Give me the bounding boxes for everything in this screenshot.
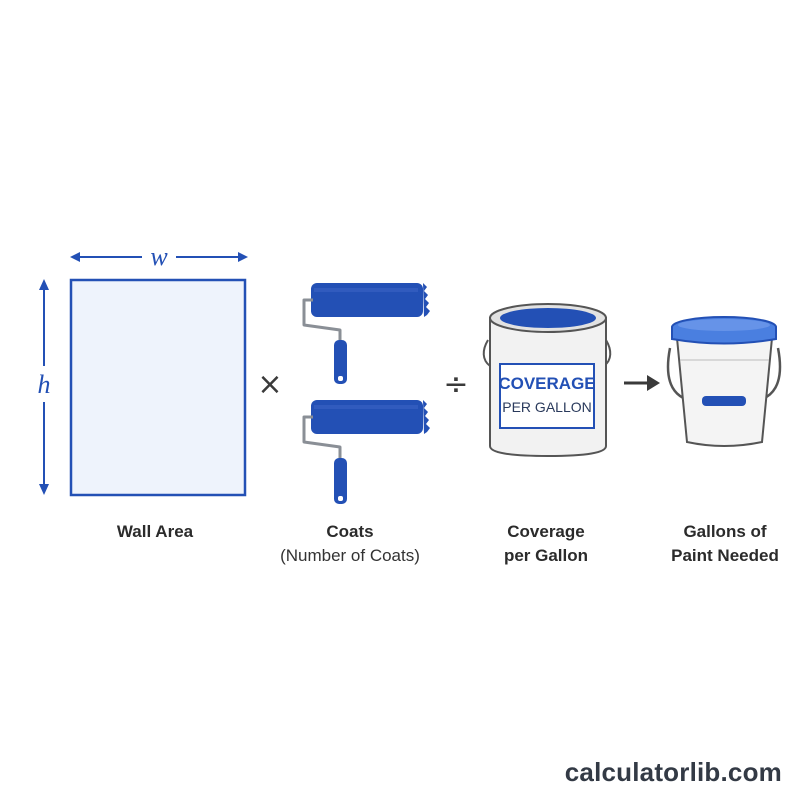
height-symbol: h [38,370,51,399]
divide-operator: ÷ [443,367,468,402]
gallons-caption: Gallons of Paint Needed [655,520,795,568]
multiply-operator: × [257,367,282,402]
width-symbol: w [150,242,168,271]
brand-watermark: calculatorlib.com [564,757,782,787]
paint-can-icon: COVERAGE PER GALLON [482,303,612,458]
gallons-caption-line1: Gallons of [683,522,767,541]
coverage-caption: Coverage per Gallon [486,520,606,568]
result-arrow [624,375,660,391]
wall-area-label: Wall Area [116,522,194,541]
coats-caption: Coats (Number of Coats) [270,520,430,568]
coverage-label-line1: COVERAGE [498,374,595,393]
coats-label: Coats [326,522,374,541]
coverage-caption-line2: per Gallon [503,546,589,565]
wall-area-caption: Wall Area [105,520,205,544]
coats-sub-label: (Number of Coats) [280,546,420,565]
coverage-label-line2: PER GALLON [502,399,591,415]
gallons-caption-line2: Paint Needed [671,546,779,565]
paint-roller-icon [302,400,430,504]
coverage-label-panel [499,363,595,429]
width-dimension: w [70,242,248,271]
wall-rectangle [69,278,247,497]
height-dimension: h [38,279,51,495]
paint-roller-icon [302,283,430,384]
bucket-grip [702,396,746,406]
paint-bucket-icon [666,316,782,447]
coverage-caption-line1: Coverage [507,522,585,541]
